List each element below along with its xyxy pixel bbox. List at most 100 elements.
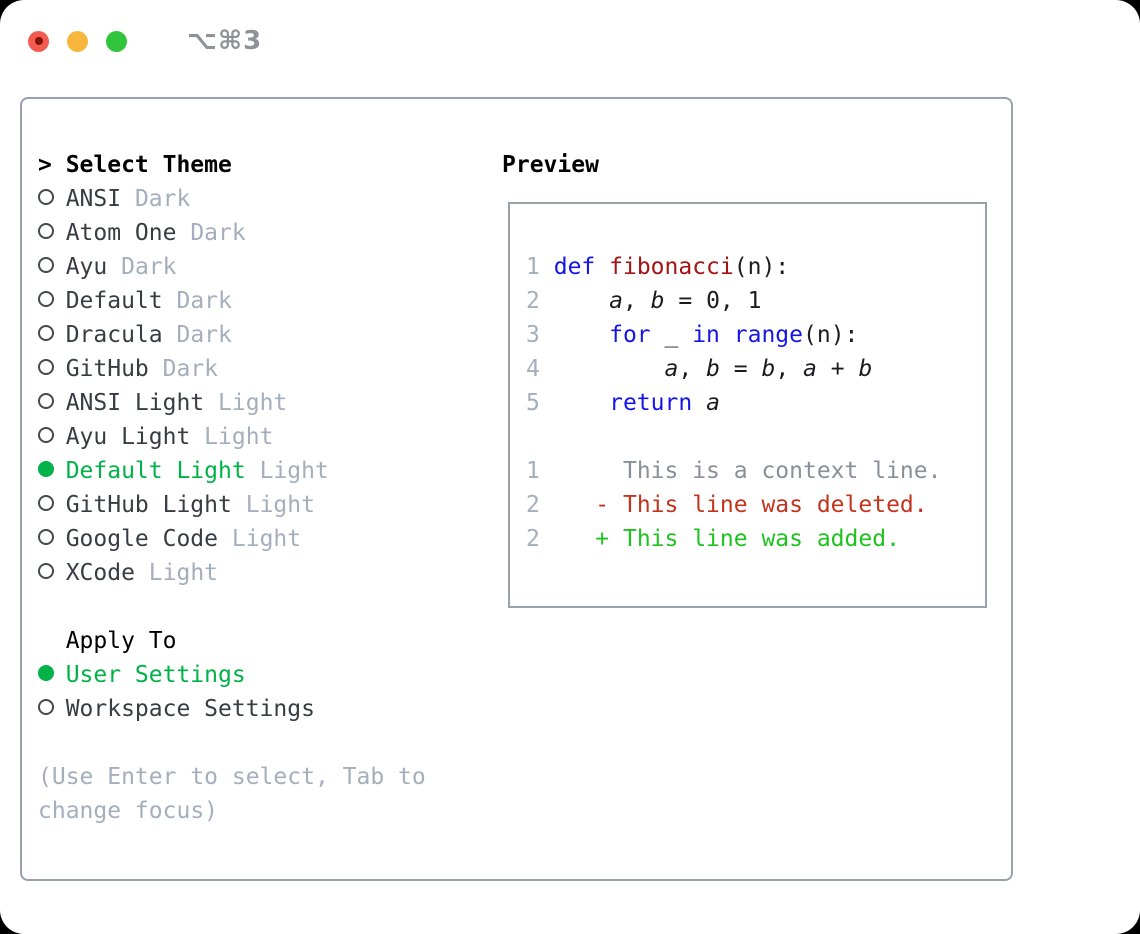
apply-option-user-settings[interactable]: User Settings — [38, 658, 442, 692]
token-plain — [554, 288, 609, 314]
theme-variant: Light — [245, 492, 315, 518]
radio-cell — [38, 556, 66, 590]
diff-marker: + — [595, 526, 610, 552]
diff-text: This line was added. — [622, 526, 900, 552]
code-line: 4 a, b = b, a + b — [526, 352, 941, 386]
theme-item-google-code-light[interactable]: Google Code Light — [38, 522, 442, 556]
token-var: b — [761, 356, 776, 382]
radio-icon — [38, 665, 54, 681]
diff-line-deleted: 2 - This line was deleted. — [526, 488, 941, 522]
line-number: 5 — [526, 390, 540, 416]
line-number: 2 — [526, 492, 540, 518]
selection-pointer-cell: > — [38, 148, 66, 182]
theme-item-github-light-light[interactable]: GitHub Light Light — [38, 488, 442, 522]
theme-item-github-dark[interactable]: GitHub Dark — [38, 352, 442, 386]
token-var: b — [706, 356, 720, 382]
radio-icon — [38, 529, 54, 545]
zoom-button[interactable] — [106, 30, 127, 52]
radio-cell — [38, 522, 66, 556]
token-kw: for — [609, 322, 651, 348]
token-var: a — [706, 390, 720, 416]
theme-variant: Dark — [190, 220, 246, 246]
token-var: a — [803, 356, 817, 382]
radio-icon — [38, 325, 54, 341]
token-plain: = 0, 1 — [664, 288, 762, 314]
token-plain — [554, 356, 665, 382]
preview-title: Preview — [502, 152, 599, 178]
radio-cell — [38, 216, 66, 250]
close-button[interactable] — [28, 30, 49, 52]
theme-name: Default — [65, 288, 163, 314]
token-plain: , — [622, 288, 651, 314]
theme-item-default-light-light[interactable]: Default Light Light — [38, 454, 442, 488]
theme-item-ayu-light-light[interactable]: Ayu Light Light — [38, 420, 442, 454]
code-line: 3 for _ in range(n): — [526, 318, 941, 352]
token-plain: (n): — [733, 254, 790, 280]
radio-cell — [38, 318, 66, 352]
keyboard-hint: (Use Enter to select, Tab to change focu… — [38, 764, 440, 824]
token-var: b — [650, 288, 665, 314]
line-number: 3 — [526, 322, 540, 348]
theme-item-default-dark[interactable]: Default Dark — [38, 284, 442, 318]
theme-item-atom-one-dark[interactable]: Atom One Dark — [38, 216, 442, 250]
line-number: 2 — [526, 526, 540, 552]
token-plain: + — [816, 356, 859, 382]
theme-item-dracula-dark[interactable]: Dracula Dark — [38, 318, 442, 352]
theme-name: Atom One — [65, 220, 177, 246]
apply-option-workspace-settings[interactable]: Workspace Settings — [38, 692, 442, 726]
theme-list-title: Select Theme — [65, 152, 232, 178]
token-plain — [692, 390, 706, 416]
code-line: 5 return a — [526, 386, 941, 420]
theme-variant: Dark — [121, 254, 177, 280]
theme-variant: Dark — [176, 288, 232, 314]
token-var: a — [664, 356, 679, 382]
theme-name: Ayu — [65, 254, 108, 280]
token-var: b — [858, 356, 873, 382]
radio-icon — [38, 495, 54, 511]
theme-name: Google Code — [65, 526, 219, 552]
theme-name: ANSI — [65, 186, 122, 212]
theme-name: Ayu Light — [65, 424, 191, 450]
theme-item-ansi-dark[interactable]: ANSI Dark — [38, 182, 442, 216]
radio-icon — [38, 291, 54, 307]
apply-to-header: Apply To — [38, 624, 442, 658]
minimize-button[interactable] — [67, 30, 88, 52]
selection-pointer: > — [38, 152, 52, 178]
theme-variant: Dark — [176, 322, 232, 348]
theme-name: Dracula — [65, 322, 163, 348]
diff-marker: - — [595, 492, 610, 518]
radio-icon — [38, 427, 54, 443]
line-number: 1 — [526, 254, 540, 280]
theme-variant: Light — [259, 458, 329, 484]
token-kw: return — [609, 390, 693, 416]
token-kw: in — [692, 322, 720, 348]
theme-variant: Light — [218, 390, 288, 416]
spacer-row — [38, 590, 442, 624]
radio-icon — [38, 699, 54, 715]
theme-item-ansi-light-light[interactable]: ANSI Light Light — [38, 386, 442, 420]
radio-icon — [38, 359, 54, 375]
apply-to-title: Apply To — [65, 628, 177, 654]
code-line: 1 def fibonacci(n): — [526, 250, 941, 284]
token-plain — [595, 254, 609, 280]
line-number: 2 — [526, 288, 540, 314]
code-line: 2 a, b = 0, 1 — [526, 284, 941, 318]
diff-text: This is a context line. — [622, 458, 942, 484]
theme-variant: Dark — [134, 186, 191, 212]
window-shortcut-label: ⌥⌘3 — [187, 26, 263, 56]
spacer-row — [526, 420, 941, 454]
radio-cell — [38, 284, 66, 318]
radio-cell — [38, 692, 66, 726]
apply-option-label: Workspace Settings — [65, 696, 315, 722]
theme-item-xcode-light[interactable]: XCode Light — [38, 556, 442, 590]
token-plain: , — [775, 356, 804, 382]
radio-cell — [38, 420, 66, 454]
theme-name: XCode — [65, 560, 135, 586]
theme-name: GitHub Light — [65, 492, 232, 518]
token-kw: range — [733, 322, 804, 348]
token-kw: def — [553, 254, 596, 280]
theme-item-ayu-dark[interactable]: Ayu Dark — [38, 250, 442, 284]
